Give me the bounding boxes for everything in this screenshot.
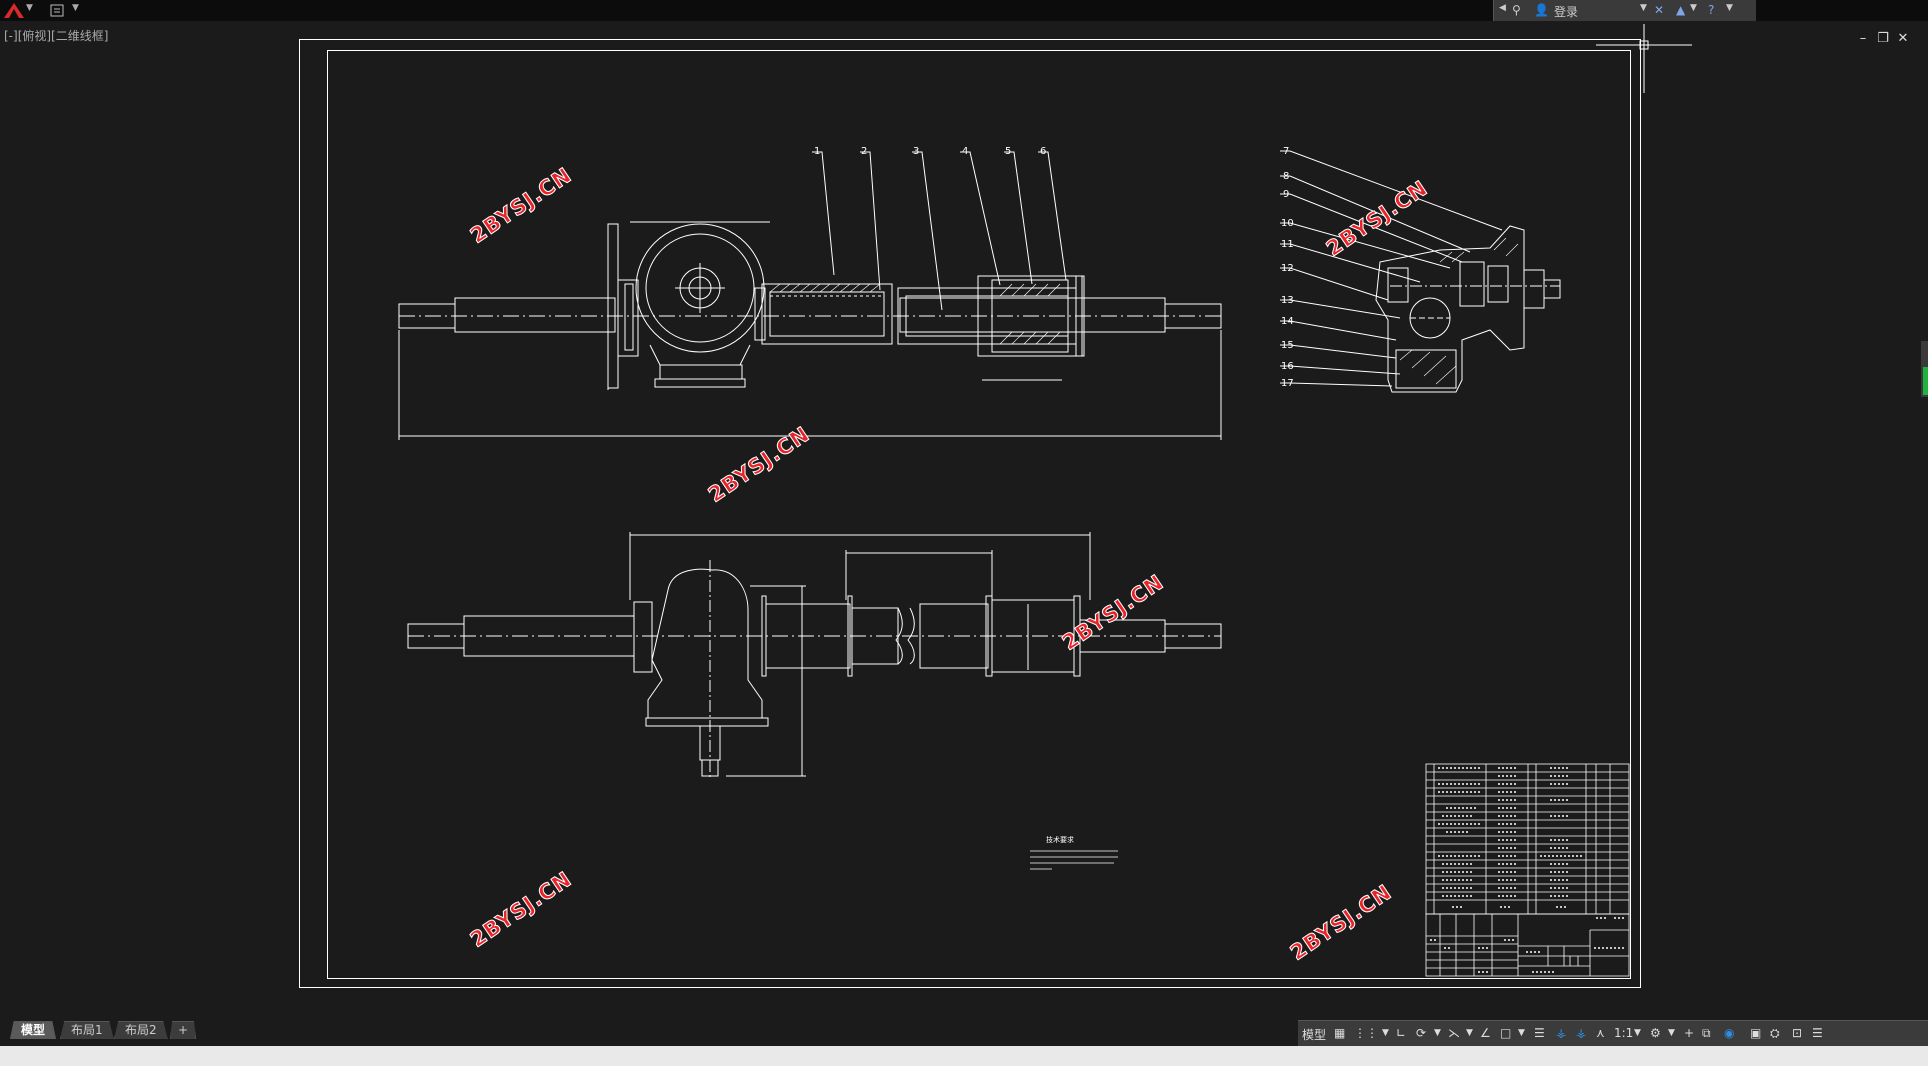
top-view	[407, 532, 1222, 780]
minimize-icon[interactable]: –	[1859, 31, 1867, 46]
exchange-icon[interactable]: ✕	[1654, 3, 1665, 17]
balloon-7: 7	[1283, 146, 1289, 157]
tab-layout1[interactable]: 布局1	[60, 1021, 114, 1039]
balloon-5: 5	[1005, 146, 1011, 157]
balloon-3: 3	[913, 146, 919, 157]
binoculars-icon[interactable]: ⚲	[1512, 3, 1521, 17]
clean-screen-icon[interactable]: ⊡	[1792, 1026, 1803, 1040]
lineweight-icon[interactable]: ☰	[1534, 1026, 1545, 1040]
units-icon[interactable]: ⧉	[1702, 1026, 1711, 1040]
workspace-chevron-down-icon[interactable]: ▼	[1668, 1028, 1675, 1038]
snap-chevron-down-icon[interactable]: ▼	[1382, 1028, 1389, 1038]
ortho-icon[interactable]: ∟	[1396, 1026, 1407, 1040]
front-view	[398, 151, 1222, 440]
iso-chevron-down-icon[interactable]: ▼	[1466, 1028, 1473, 1038]
left-arrow-icon[interactable]: ◀	[1499, 3, 1506, 13]
auto-scale-icon[interactable]: ⚶	[1576, 1026, 1587, 1040]
object-snap-tracking-icon[interactable]: ∠	[1480, 1026, 1491, 1040]
balloon-14: 14	[1281, 316, 1294, 327]
add-layout-plus-icon[interactable]: +	[170, 1021, 197, 1039]
balloon-10: 10	[1281, 218, 1294, 229]
app-menu-chevron-down-icon[interactable]: ▼	[26, 3, 33, 13]
plus-icon[interactable]: +	[1684, 1026, 1695, 1040]
customization-menu-icon[interactable]: ☰	[1812, 1026, 1823, 1040]
user-icon[interactable]: 👤	[1534, 3, 1549, 17]
help-icon[interactable]: ?	[1708, 3, 1715, 17]
crosshair-cursor	[1596, 24, 1692, 93]
balloon-13: 13	[1281, 295, 1294, 306]
sheet-border	[299, 39, 1641, 988]
scale-chevron-down-icon[interactable]: ▼	[1634, 1028, 1641, 1038]
osnap-chevron-down-icon[interactable]: ▼	[1518, 1028, 1525, 1038]
balloon-15: 15	[1281, 340, 1294, 351]
application-menu-icon[interactable]	[3, 2, 25, 19]
a360-chevron-down-icon[interactable]: ▼	[1690, 3, 1697, 13]
tab-layout2[interactable]: 布局2	[114, 1021, 168, 1039]
balloon-1: 1	[814, 146, 820, 157]
technical-requirements-title: 技术要求	[1046, 835, 1074, 844]
snap-icon[interactable]: ⋮⋮	[1354, 1026, 1378, 1040]
section-view	[1280, 150, 1561, 393]
gear-icon[interactable]: ⚙	[1650, 1026, 1661, 1040]
drawing-frame	[327, 50, 1631, 979]
grid-icon[interactable]: ▦	[1334, 1026, 1346, 1040]
balloon-17: 17	[1281, 378, 1294, 389]
sign-in-chevron-down-icon[interactable]: ▼	[1640, 3, 1647, 13]
parts-list-table	[1425, 763, 1630, 915]
annotation-visibility-icon[interactable]: ⚶	[1556, 1026, 1567, 1040]
title-block	[1425, 913, 1630, 977]
side-palette-indicator[interactable]	[1923, 367, 1928, 395]
model-space-toggle[interactable]: 模型	[1302, 1028, 1327, 1042]
cad-drawing-svg: 1 2 3 4 5 6 7 8 9 10 11 12 13 14 15 16 1…	[299, 24, 1692, 988]
help-chevron-down-icon[interactable]: ▼	[1726, 3, 1733, 13]
autodesk-a360-icon[interactable]: ▲	[1676, 3, 1686, 17]
tab-model[interactable]: 模型	[10, 1021, 57, 1039]
isometric-icon[interactable]: ⋋	[1448, 1026, 1460, 1040]
balloon-9: 9	[1283, 189, 1289, 200]
balloon-2: 2	[861, 146, 867, 157]
drawing-canvas[interactable]: 1 2 3 4 5 6 7 8 9 10 11 12 13 14 15 16 1…	[0, 21, 1928, 1020]
balloon-4: 4	[962, 146, 968, 157]
balloon-12: 12	[1281, 263, 1294, 274]
clean-screen-lock-icon[interactable]: ⛭	[1770, 1026, 1780, 1040]
restore-icon[interactable]: ❐	[1877, 31, 1889, 46]
quick-access-chevron-down-icon[interactable]: ▼	[72, 3, 79, 13]
balloon-8: 8	[1283, 171, 1289, 182]
title-bar: ▼ ▼ ◀ ⚲ 👤 登录 ▼ ✕ ▲ ▼ ? ▼	[0, 0, 1928, 21]
polar-chevron-down-icon[interactable]: ▼	[1434, 1028, 1441, 1038]
sign-in-label[interactable]: 登录	[1554, 5, 1579, 19]
quick-access-open-icon[interactable]	[50, 3, 66, 18]
command-line-area[interactable]	[0, 1046, 1928, 1066]
balloon-16: 16	[1281, 361, 1294, 372]
close-icon[interactable]: ✕	[1897, 31, 1909, 46]
balloon-6: 6	[1040, 146, 1046, 157]
balloon-11: 11	[1281, 239, 1294, 250]
technical-requirements-text	[1030, 850, 1118, 870]
annotation-scale-value[interactable]: 1:1	[1614, 1026, 1634, 1040]
polar-tracking-icon[interactable]: ⟳	[1416, 1026, 1427, 1040]
status-bar: 模型 ▦ ⋮⋮ ▼ ∟ ⟳ ▼ ⋋ ▼ ∠ □ ▼ ☰ ⚶ ⚶ ⋏ 1:1 ▼ …	[1298, 1020, 1928, 1047]
isolate-objects-icon[interactable]: ◉	[1724, 1026, 1735, 1040]
object-snap-icon[interactable]: □	[1500, 1026, 1512, 1040]
annotation-scale-icon[interactable]: ⋏	[1596, 1026, 1605, 1040]
hardware-acceleration-icon[interactable]: ▣	[1750, 1026, 1762, 1040]
viewport-controls-label[interactable]: [-][俯视][二维线框]	[4, 29, 109, 43]
infocenter-bar: ◀ ⚲ 👤 登录 ▼ ✕ ▲ ▼ ? ▼	[1493, 0, 1756, 21]
